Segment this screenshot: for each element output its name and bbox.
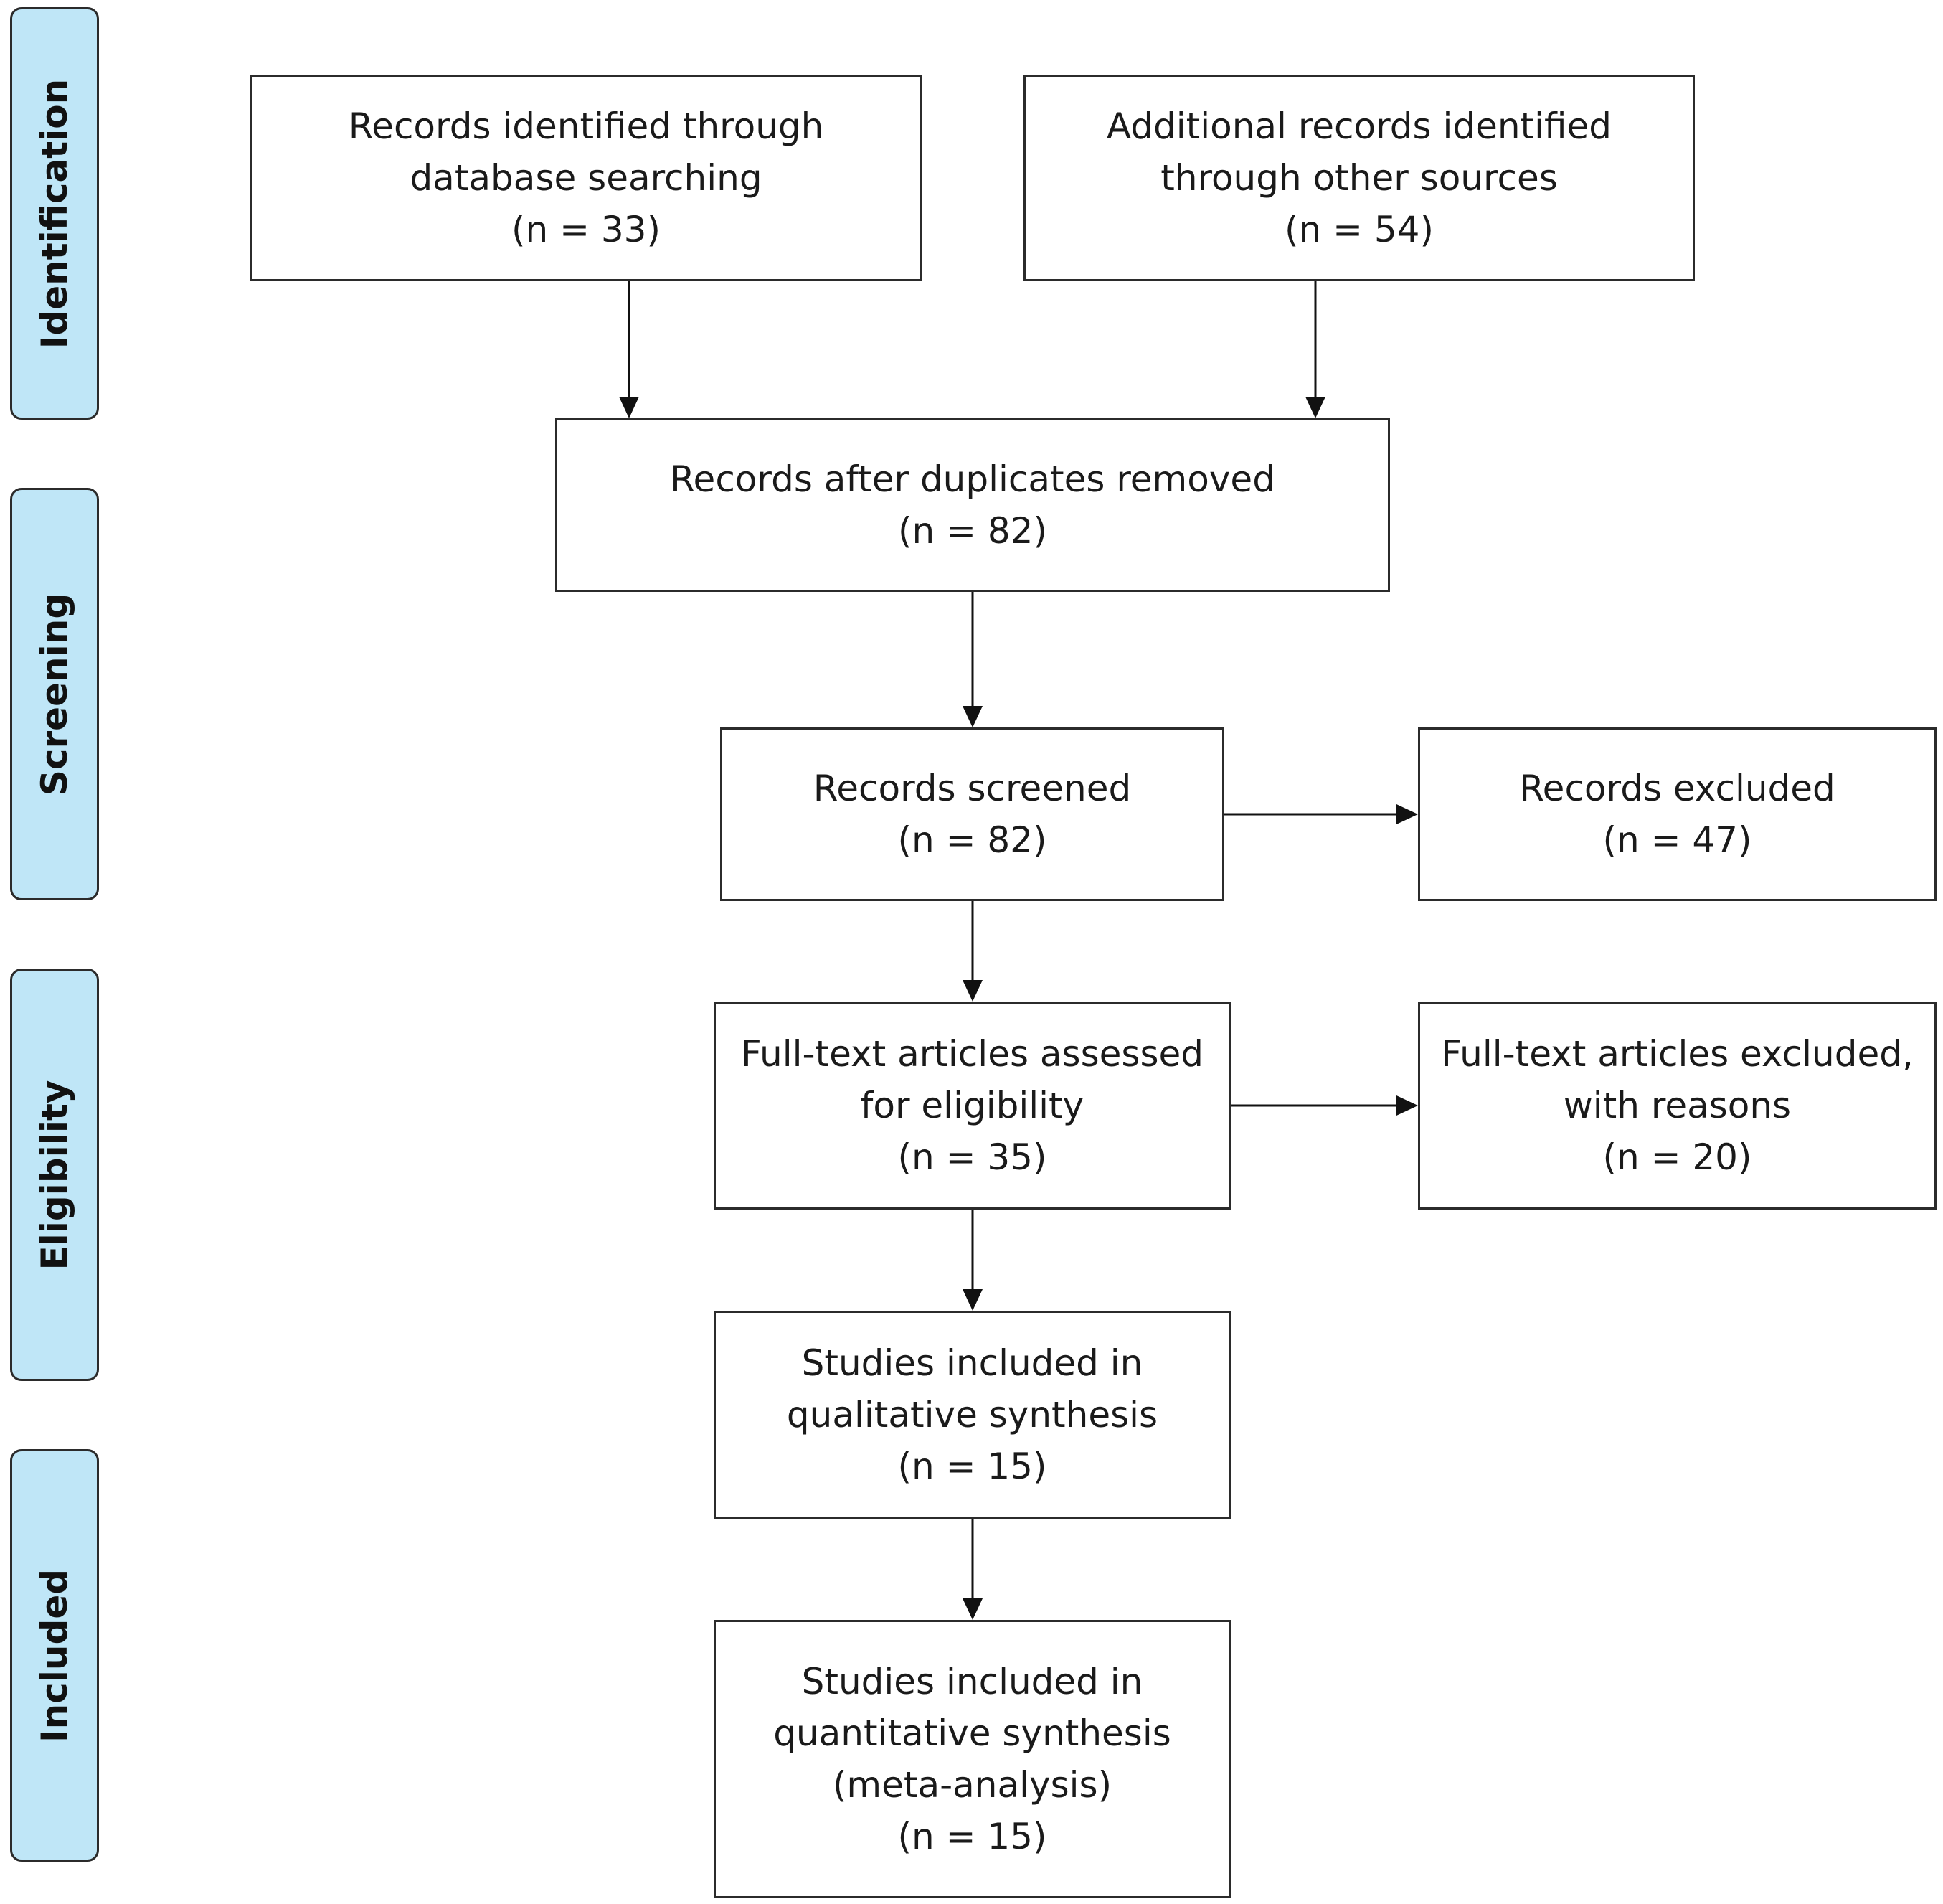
box-fulltext-excluded: Full-text articles excluded, with reason… xyxy=(1418,1002,1937,1210)
box-qualitative-line-1: Studies included in xyxy=(801,1342,1143,1384)
box-database-count: (n = 33) xyxy=(511,209,661,250)
stage-identification-label: Identification xyxy=(34,78,75,349)
box-qualitative-line-2: qualitative synthesis xyxy=(786,1394,1158,1436)
box-fulltext-assessed: Full-text articles assessed for eligibil… xyxy=(714,1002,1231,1210)
box-fulltext-excluded-count: (n = 20) xyxy=(1602,1136,1752,1178)
box-quantitative-line-3: (meta-analysis) xyxy=(832,1764,1112,1806)
stage-identification: Identification xyxy=(10,7,99,420)
stage-screening: Screening xyxy=(10,488,99,900)
arrowhead-screened-to-excluded xyxy=(1396,804,1418,824)
box-fulltext-assessed-line-2: for eligibility xyxy=(860,1085,1084,1126)
box-records-excluded: Records excluded (n = 47) xyxy=(1418,727,1937,901)
stage-screening-label: Screening xyxy=(34,593,75,796)
stage-included: Included xyxy=(10,1449,99,1862)
box-records-excluded-line-1: Records excluded xyxy=(1519,768,1835,809)
box-database-records: Records identified through database sear… xyxy=(250,75,922,281)
box-database-line-1: Records identified through xyxy=(348,105,824,147)
box-qualitative-synthesis: Studies included in qualitative synthesi… xyxy=(714,1311,1231,1519)
arrowhead-database-to-duplicates xyxy=(619,397,639,418)
stage-eligibility-label: Eligibility xyxy=(34,1079,75,1271)
arrowhead-screened-to-fulltext xyxy=(963,980,983,1002)
box-database-line-2: database searching xyxy=(410,157,762,199)
arrowhead-fulltext-to-qualitative xyxy=(963,1289,983,1311)
box-fulltext-excluded-line-1: Full-text articles excluded, xyxy=(1441,1033,1914,1075)
box-duplicates-removed: Records after duplicates removed (n = 82… xyxy=(555,418,1390,592)
arrowhead-qualitative-to-quantitative xyxy=(963,1598,983,1620)
box-quantitative-count: (n = 15) xyxy=(897,1816,1047,1857)
arrowhead-other-to-duplicates xyxy=(1305,397,1325,418)
box-fulltext-assessed-line-1: Full-text articles assessed xyxy=(741,1033,1204,1075)
box-fulltext-excluded-line-2: with reasons xyxy=(1563,1085,1792,1126)
stage-eligibility: Eligibility xyxy=(10,969,99,1381)
box-quantitative-line-1: Studies included in xyxy=(801,1661,1143,1702)
arrowhead-fulltext-to-excluded xyxy=(1396,1095,1418,1116)
box-other-sources: Additional records identified through ot… xyxy=(1023,75,1695,281)
arrowhead-duplicates-to-screened xyxy=(963,706,983,727)
box-other-sources-count: (n = 54) xyxy=(1284,209,1434,250)
box-duplicates-removed-line-1: Records after duplicates removed xyxy=(670,458,1275,500)
box-quantitative-synthesis: Studies included in quantitative synthes… xyxy=(714,1620,1231,1898)
stage-included-label: Included xyxy=(34,1568,75,1743)
box-duplicates-removed-count: (n = 82) xyxy=(897,510,1047,552)
box-records-screened: Records screened (n = 82) xyxy=(720,727,1224,901)
box-quantitative-line-2: quantitative synthesis xyxy=(773,1712,1171,1754)
box-records-excluded-count: (n = 47) xyxy=(1602,819,1752,861)
box-other-sources-line-2: through other sources xyxy=(1160,157,1558,199)
box-other-sources-line-1: Additional records identified xyxy=(1106,105,1612,147)
box-fulltext-assessed-count: (n = 35) xyxy=(897,1136,1047,1178)
box-qualitative-count: (n = 15) xyxy=(897,1446,1047,1487)
box-records-screened-line-1: Records screened xyxy=(813,768,1132,809)
box-records-screened-count: (n = 82) xyxy=(897,819,1047,861)
